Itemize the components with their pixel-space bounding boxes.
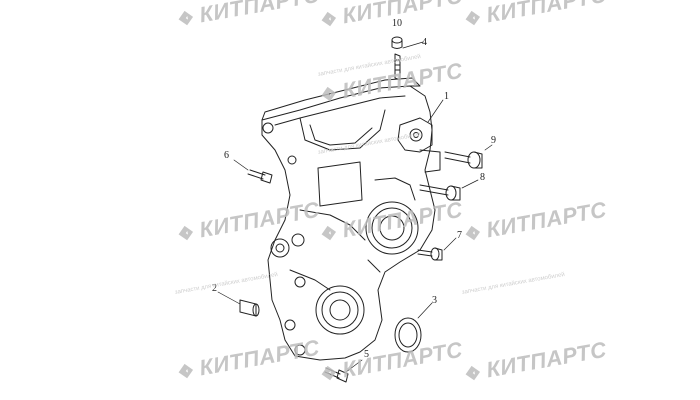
brand-logo-icon bbox=[178, 225, 194, 241]
brand-logo-icon bbox=[321, 225, 337, 241]
callout-8: 8 bbox=[480, 172, 485, 183]
brand-logo-icon bbox=[321, 11, 337, 27]
callout-1: 1 bbox=[444, 91, 449, 102]
brand-logo-icon bbox=[178, 10, 194, 26]
watermark-logo: КИТПАРТС bbox=[316, 197, 465, 248]
watermark-logo: КИТПАРТС bbox=[316, 58, 465, 109]
watermark-logo: КИТПАРТС bbox=[460, 197, 609, 248]
part-10-cap bbox=[391, 36, 403, 49]
part-9-bolt bbox=[444, 144, 493, 169]
watermark-logo: КИТПАРТС bbox=[173, 197, 322, 248]
callout-3: 3 bbox=[432, 295, 437, 306]
watermark-logo: КИТПАРТС bbox=[316, 0, 465, 34]
brand-logo-icon bbox=[321, 86, 337, 102]
watermark-logo: КИТПАРТС bbox=[460, 0, 609, 33]
watermark-logo: КИТПАРТС bbox=[460, 337, 609, 388]
watermark-logo: КИТПАРТС bbox=[173, 0, 322, 33]
top-flange bbox=[261, 77, 421, 121]
mount-bracket bbox=[397, 117, 433, 153]
brand-logo-icon bbox=[465, 225, 481, 241]
brand-logo-icon bbox=[465, 10, 481, 26]
callout-6: 6 bbox=[224, 150, 229, 161]
part-2-sleeve bbox=[217, 291, 260, 317]
watermark-logo: КИТПАРТС bbox=[316, 337, 465, 388]
callout-5: 5 bbox=[364, 349, 369, 360]
timing-cover-body bbox=[261, 85, 436, 361]
part-7-bolt bbox=[417, 237, 457, 261]
cam-seal-bore bbox=[365, 201, 419, 255]
crank-seal-bore bbox=[315, 285, 365, 335]
callout-10: 10 bbox=[392, 18, 402, 29]
part-8-bolt bbox=[419, 179, 479, 201]
callout-9: 9 bbox=[491, 135, 496, 146]
callout-7: 7 bbox=[457, 230, 462, 241]
brand-logo-icon bbox=[178, 363, 194, 379]
callout-2: 2 bbox=[212, 283, 217, 294]
brand-logo-icon bbox=[321, 365, 337, 381]
brand-logo-icon bbox=[465, 365, 481, 381]
part-4-stud bbox=[394, 41, 424, 81]
part-3-oil-seal bbox=[394, 302, 433, 353]
callout-4: 4 bbox=[422, 37, 427, 48]
part-6-bolt bbox=[233, 159, 273, 184]
watermark-logo: КИТПАРТС bbox=[173, 335, 322, 386]
